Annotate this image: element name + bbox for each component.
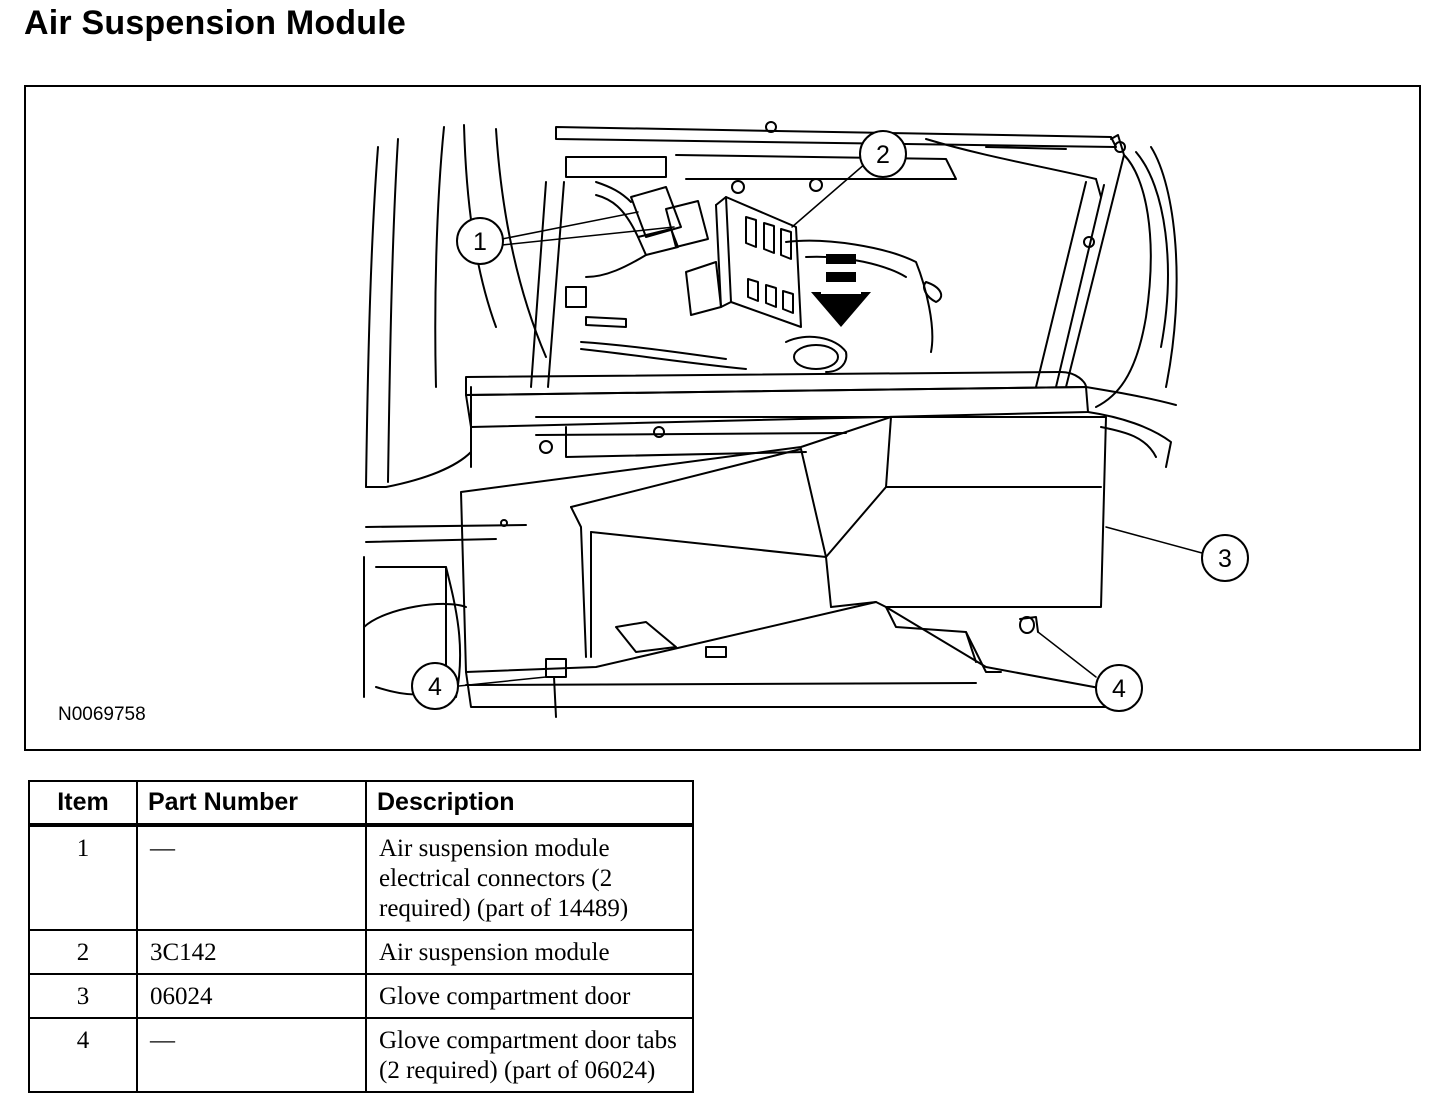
cell-item: 1 — [28, 824, 138, 931]
cell-item: 3 — [28, 973, 138, 1019]
table-row: 4 — Glove compartment door tabs (2 requi… — [28, 1017, 694, 1093]
cell-description: Glove compartment door — [365, 973, 694, 1019]
module-illustration: 1 2 3 4 4 — [363, 121, 1249, 718]
page-title: Air Suspension Module — [24, 4, 407, 42]
table-header-row: Item Part Number Description — [28, 780, 694, 827]
callout-label: 4 — [428, 673, 442, 701]
dash-lower-rail — [465, 371, 1177, 468]
callout-label: 2 — [876, 141, 890, 169]
electrical-connectors — [585, 181, 709, 278]
cell-part-number: — — [136, 1017, 367, 1093]
table-row: 3 06024 Glove compartment door — [28, 973, 694, 1019]
illustration-frame: 1 2 3 4 4 N0069758 — [24, 85, 1421, 751]
table-row: 2 3C142 Air suspension module — [28, 929, 694, 975]
header-item: Item — [28, 780, 138, 827]
air-suspension-module — [685, 196, 802, 328]
glove-compartment-door — [460, 416, 1122, 718]
cell-description: Air suspension module electrical connect… — [365, 824, 694, 931]
callout-2: 2 — [859, 130, 907, 178]
leader-lines — [458, 162, 1203, 687]
cell-description: Glove compartment door tabs (2 required)… — [365, 1017, 694, 1093]
door-tab-right — [1019, 616, 1039, 634]
cell-part-number: 06024 — [136, 973, 367, 1019]
inner-components — [565, 121, 943, 373]
table-row: 1 — Air suspension module electrical con… — [28, 824, 694, 931]
callout-4-right: 4 — [1095, 664, 1143, 712]
dash-top-beam — [555, 126, 1117, 198]
callout-label: 3 — [1218, 545, 1232, 573]
cell-item: 4 — [28, 1017, 138, 1093]
cell-description: Air suspension module — [365, 929, 694, 975]
callout-label: 4 — [1112, 675, 1126, 703]
cell-part-number: 3C142 — [136, 929, 367, 975]
glovebox-opening — [530, 134, 1178, 408]
callout-1: 1 — [456, 217, 504, 265]
figure-id: N0069758 — [58, 704, 146, 725]
header-description: Description — [365, 780, 694, 827]
parts-table: Item Part Number Description 1 — Air sus… — [28, 780, 694, 1093]
downward-arrow-icon — [811, 254, 871, 327]
callout-4-left: 4 — [411, 662, 459, 710]
dash-left-structure — [363, 124, 547, 698]
callout-3: 3 — [1201, 534, 1249, 582]
cell-part-number: — — [136, 824, 367, 931]
cell-item: 2 — [28, 929, 138, 975]
callout-label: 1 — [473, 228, 487, 256]
header-part-number: Part Number — [136, 780, 367, 827]
